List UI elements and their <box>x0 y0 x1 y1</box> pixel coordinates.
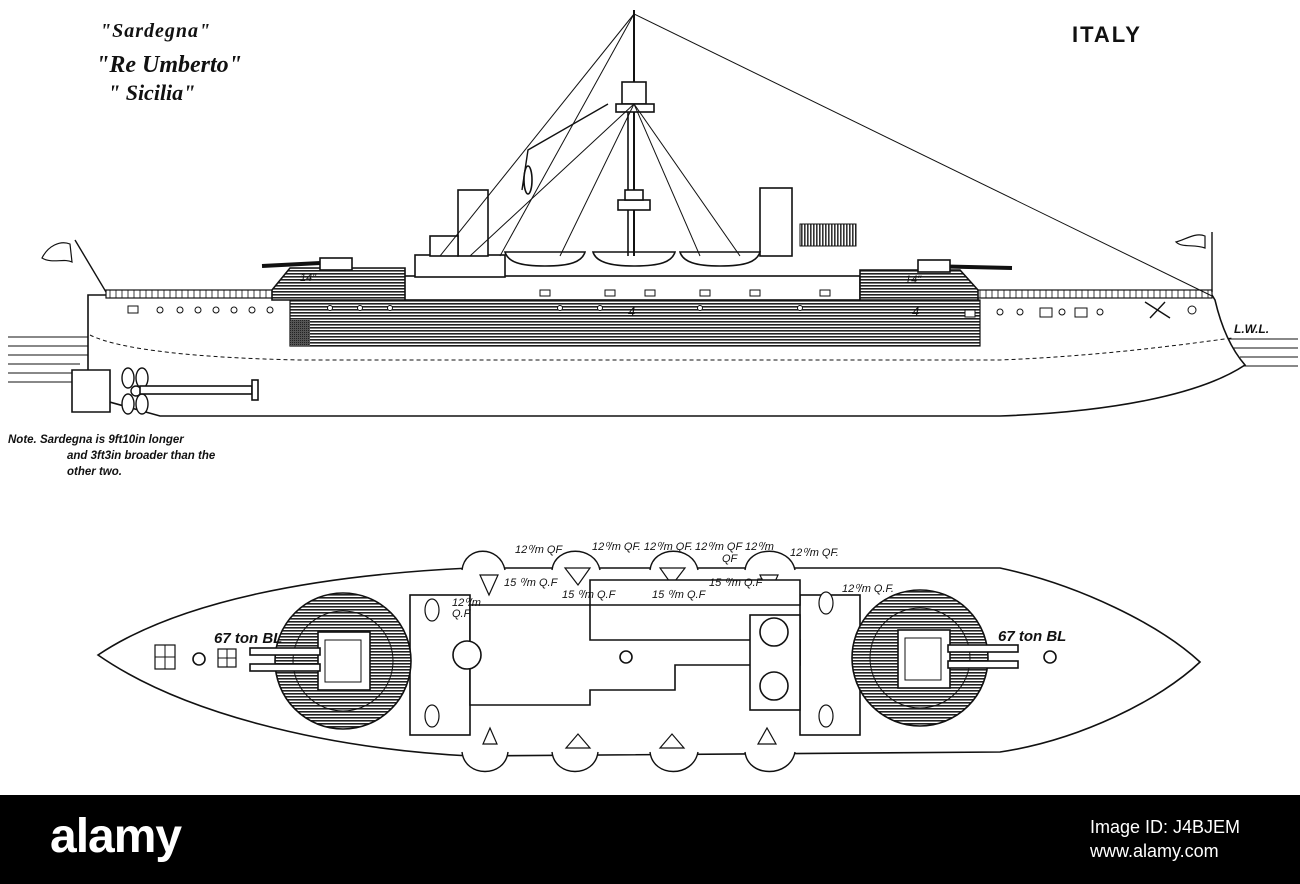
qf-label-fwd-left-b: Q.F. <box>452 608 472 620</box>
stern-shaft <box>139 385 253 395</box>
qf-label-mid-2: 15 ⁰/m Q.F <box>562 589 616 601</box>
qf-label-mid-4: 15 ⁰/m Q.F <box>709 577 763 589</box>
sponsons-bottom <box>461 751 796 773</box>
propeller <box>121 367 149 415</box>
waterline-label: L.W.L. <box>1234 322 1270 336</box>
superstructure <box>399 275 861 301</box>
diagram-svg <box>8 10 1298 773</box>
stock-footer: alamy Image ID: J4BJEM www.alamy.com <box>0 795 1300 884</box>
qf-label-top-1: 12⁰/m QF <box>515 544 563 556</box>
aft-funnel <box>759 187 793 257</box>
fore-barbette <box>271 267 406 301</box>
armor-label-aft: 4 <box>912 304 920 319</box>
qf-label-mid-3: 15 ⁰/m Q.F <box>652 589 706 601</box>
qf-label-top-2: 12⁰/m QF. 12⁰/m QF. <box>592 541 693 553</box>
brand-logo: alamy <box>50 810 182 863</box>
ship-diagram: "Sardegna" "Re Umberto" " Sicilia" ITALY… <box>8 10 1298 773</box>
fore-funnel <box>457 189 489 257</box>
qf-label-top-4: 12⁰/m QF. <box>790 547 839 559</box>
qf-label-fwd-right: 12⁰/m Q.F. <box>842 583 894 595</box>
main-mast <box>615 10 655 256</box>
side-profile <box>8 10 1298 417</box>
portholes <box>127 289 1197 318</box>
rigging <box>439 13 1213 297</box>
sea-lines <box>8 336 1298 383</box>
qf-label-top-3b: QF <box>722 553 738 565</box>
site-url: www.alamy.com <box>1089 841 1219 861</box>
main-gun-label-fore: 67 ton BL <box>214 630 283 647</box>
note-line-2: and 3ft3in broader than the <box>67 450 216 462</box>
note-line-3: other two. <box>67 466 122 478</box>
barbette-label-fore: 14" <box>300 272 317 284</box>
image-id: Image ID: J4BJEM <box>1089 817 1240 837</box>
country-label: ITALY <box>1072 22 1142 47</box>
armor-label-mid: 4 <box>628 304 636 319</box>
boat-1 <box>503 251 587 267</box>
title-re-umberto: "Re Umberto" <box>96 52 242 78</box>
central-deckhouse <box>469 604 801 706</box>
barbette-label-aft: 14" <box>905 274 922 286</box>
armor-belt <box>289 299 981 347</box>
title-sicilia: " Sicilia" <box>108 80 196 105</box>
note-line-1: Note. Sardegna is 9ft10in longer <box>8 434 184 446</box>
note-text: Note. Sardegna is 9ft10in longer and 3ft… <box>8 432 215 480</box>
boat-2 <box>591 251 677 267</box>
qf-label-fwd-left-a: 12⁰/m <box>452 597 481 609</box>
deck-plan <box>96 550 1202 773</box>
title-sardegna: "Sardegna" <box>100 20 212 42</box>
qf-label-top-3: 12⁰/m QF 12⁰/m <box>695 541 774 553</box>
aft-barbette <box>859 269 979 301</box>
sponsons-top <box>461 550 796 571</box>
qf-label-mid-1: 15 ⁰/m Q.F <box>504 577 558 589</box>
boat-3 <box>678 251 762 267</box>
main-gun-label-aft: 67 ton BL <box>998 628 1067 645</box>
waterline-dashed <box>89 334 1233 361</box>
rudder <box>71 369 111 413</box>
stock-info: Image ID: J4BJEM www.alamy.com <box>1090 815 1240 863</box>
